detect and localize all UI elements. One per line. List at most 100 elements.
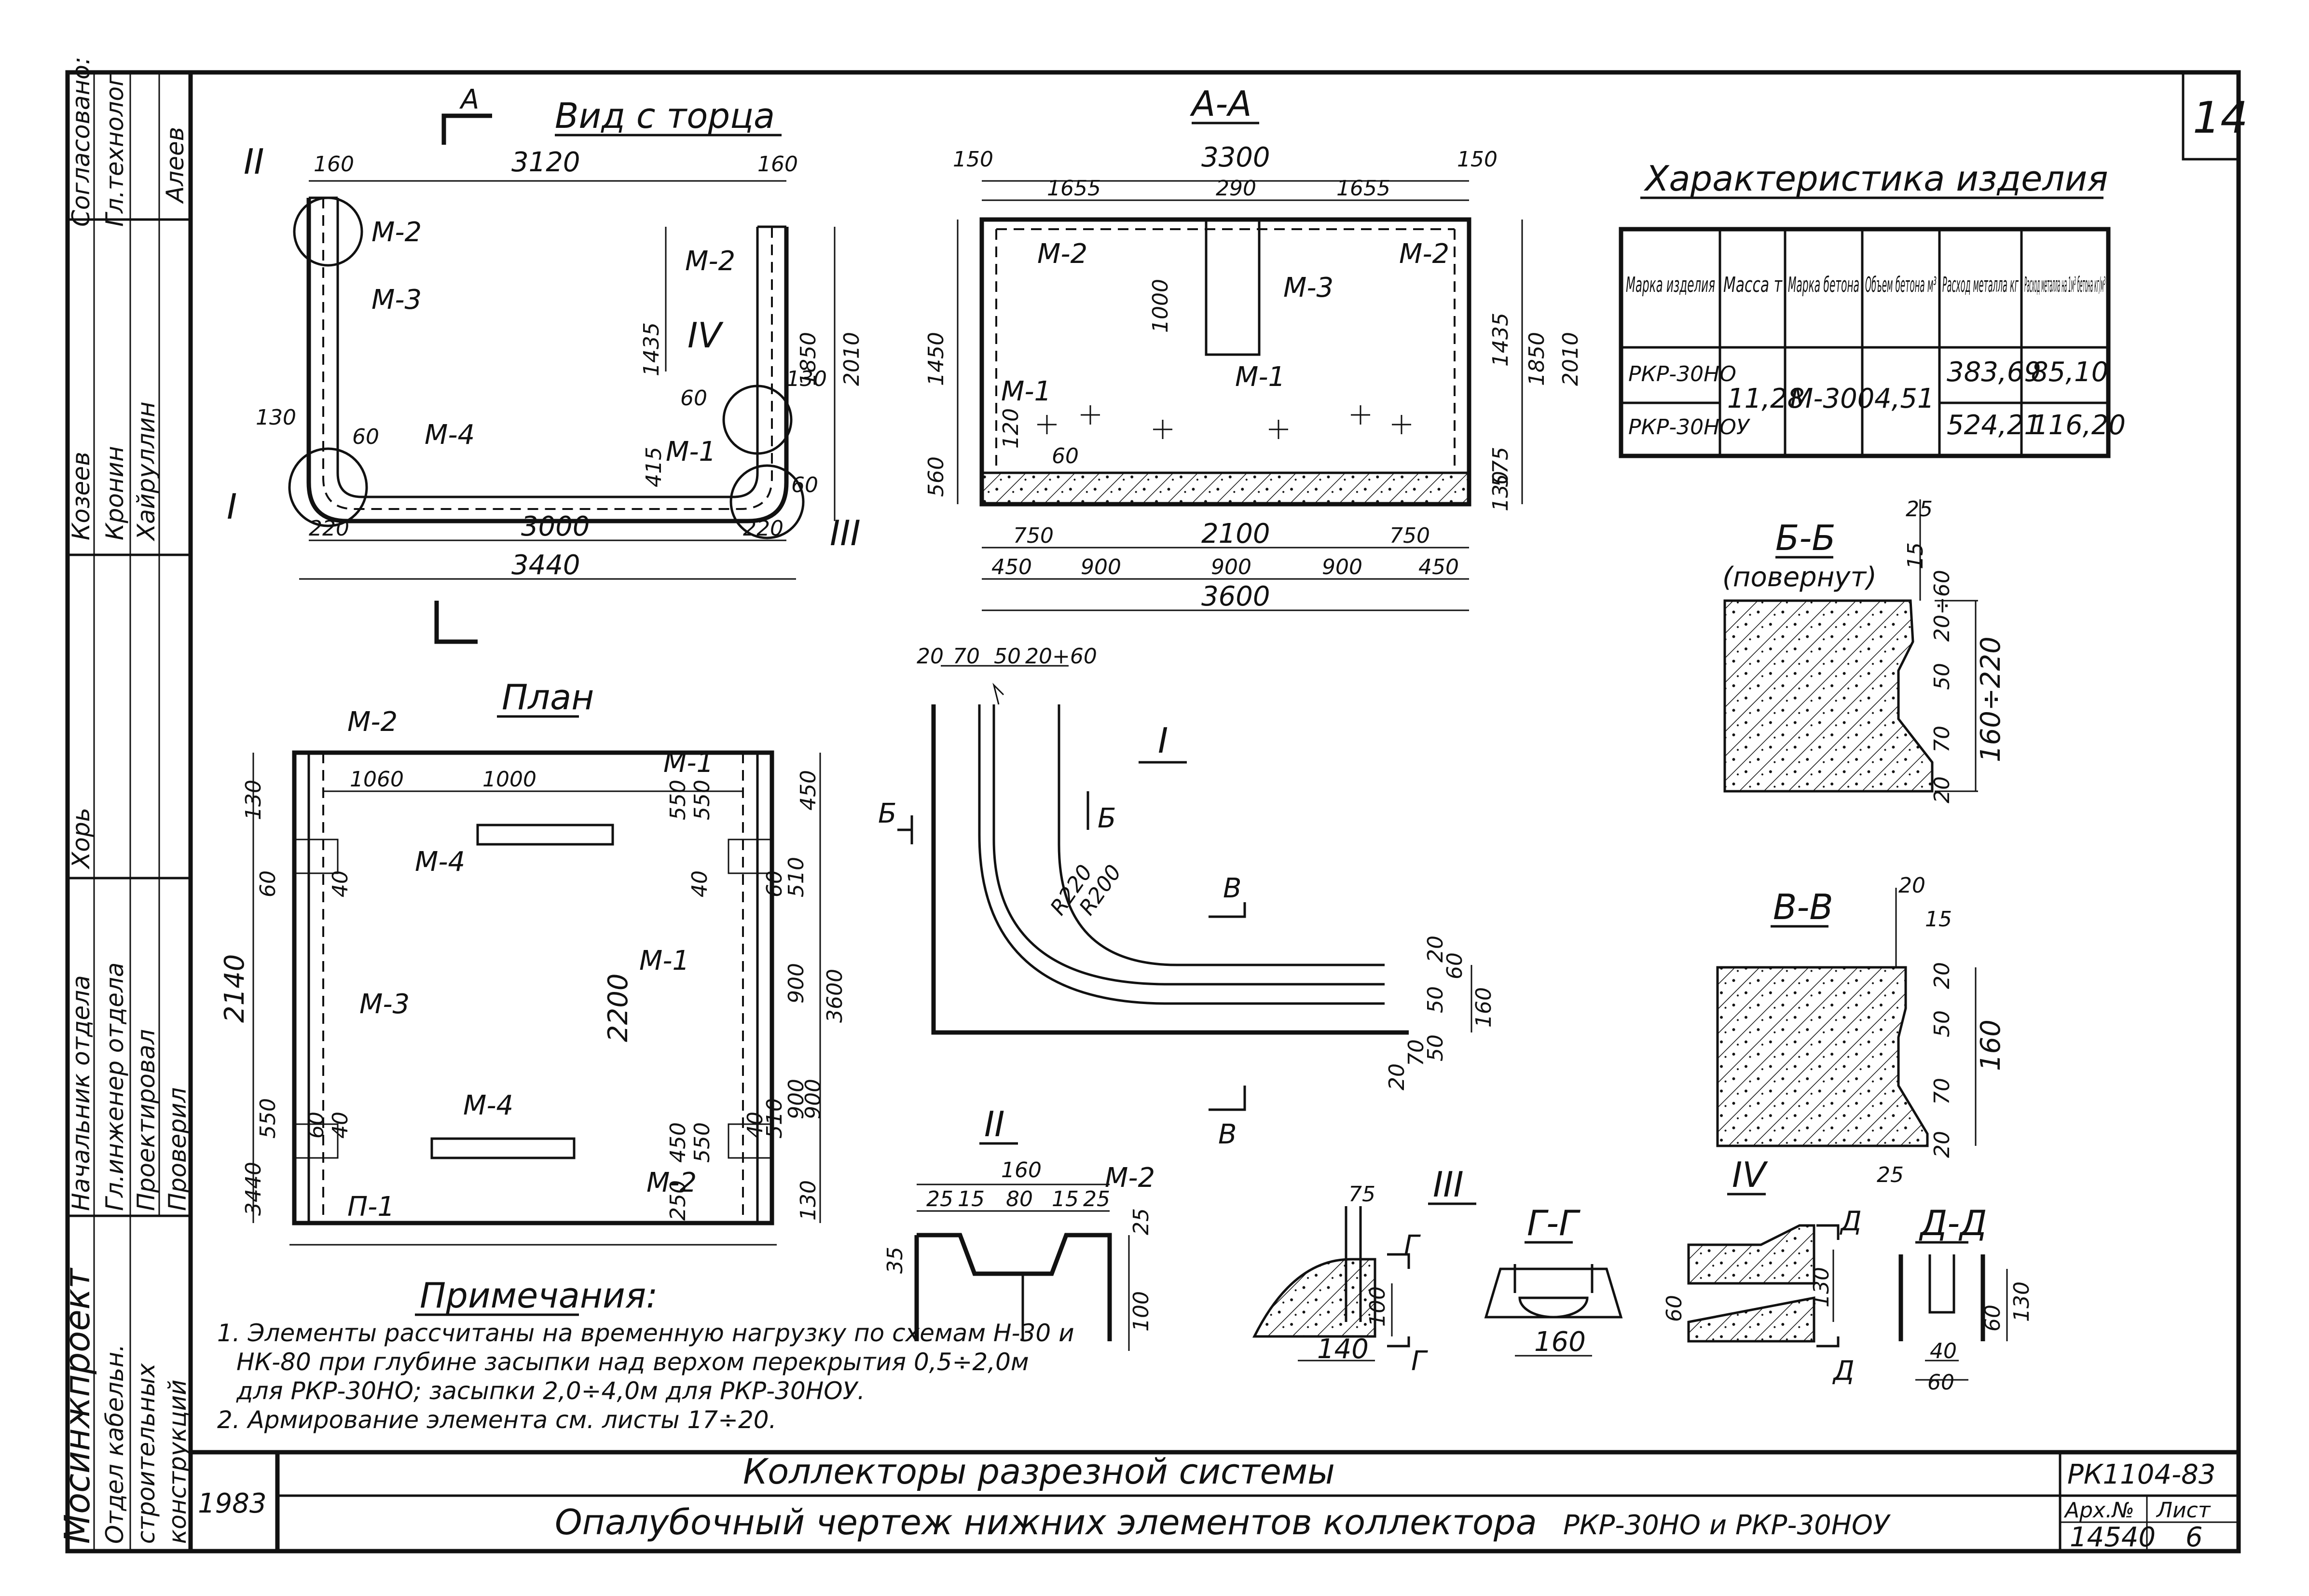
notes-line-1: 1. Элементы рассчитаны на временную нагр…: [217, 1319, 1074, 1347]
stamp-dept-1: Отдел кабельн.: [101, 1344, 129, 1544]
stamp-role-4: Проверил: [164, 1087, 192, 1211]
node-2-title: II: [984, 1104, 1004, 1144]
section-gg-title: Г-Г: [1527, 1203, 1581, 1243]
end-view-dim-2: 3120: [511, 147, 580, 178]
end-view-callout-m4: М-4: [425, 419, 475, 451]
node-2-callout: М-2: [1105, 1162, 1155, 1194]
section-bb-dim-6: 20: [1930, 776, 1954, 803]
char-header-mass: Масса т: [1723, 273, 1783, 297]
notes-line-4: 2. Армирование элемента см. листы 17÷20.: [217, 1406, 777, 1434]
node-1-dim-4: 20+60: [1025, 644, 1097, 669]
section-aa-dim-22: 900: [1211, 555, 1251, 579]
stamp-dept-2: строительных: [132, 1363, 160, 1544]
node-1-dim-3: 50: [994, 644, 1021, 669]
stamp-sign-label-1: Согласовано:: [67, 56, 95, 227]
section-vv-dim-6: 20: [1930, 1131, 1954, 1158]
end-view-dim-14: 3000: [521, 511, 590, 542]
char-header-volume: Объем бетона м³: [1865, 273, 1937, 297]
node-4-dim-2: 130: [1809, 1267, 1834, 1307]
end-view-callout-m2-right: М-2: [685, 246, 735, 277]
char-row-1-per-m3: 85,10: [2031, 357, 2108, 388]
plan-dim-20: 40: [328, 1112, 353, 1139]
stamp-role-1: Начальник отдела: [67, 975, 95, 1211]
section-aa: А-А: [957, 83, 1523, 611]
section-bb-dim-2: 15: [1903, 542, 1928, 569]
end-view-dim-5: 1850: [796, 332, 821, 386]
end-view-callout-m1: М-1: [666, 436, 716, 468]
notes-line-3: для РКР-30НО; засыпки 2,0÷4,0м для РКР-3…: [236, 1377, 865, 1405]
section-bb-dim-3: 20÷60: [1930, 570, 1954, 642]
end-view-dim-7: 130: [256, 405, 296, 430]
end-view-dim-6: 2010: [839, 332, 864, 386]
plan-title: План: [502, 677, 594, 717]
char-volume: 4,51: [1874, 383, 1935, 414]
node-1-title: I: [1158, 720, 1168, 761]
plan-callout-m2-bottom: М-2: [646, 1167, 697, 1198]
node-4-detail: IV: [1687, 1155, 1840, 1348]
node-1-dim-12: 70: [1404, 1039, 1429, 1066]
section-aa-callout-m2-right: М-2: [1399, 238, 1449, 270]
title-block-sheet-label: Лист: [2156, 1498, 2211, 1523]
stamp-name-4: Хорь: [67, 808, 95, 870]
section-aa-dim-1: 150: [953, 147, 993, 172]
node-1-dim-7: 20: [1423, 936, 1448, 963]
section-aa-dim-17: 750: [1013, 523, 1054, 548]
stamp-role-3: Проектировал: [132, 1029, 160, 1211]
stamp-role-2: Гл.инженер отдела: [101, 963, 129, 1211]
plan-dim-19: 40: [743, 1112, 768, 1139]
end-view-dim-3: 160: [757, 152, 798, 177]
end-view-node-1: I: [227, 486, 237, 527]
section-dd-title: Д-Д: [1919, 1203, 1987, 1243]
section-vv: В-В: [1716, 887, 1977, 1147]
plan-dim-9: 40: [687, 870, 712, 897]
section-dd: Д-Д: [1898, 1203, 2008, 1381]
plan-callout-m4-top: М-4: [415, 846, 465, 878]
plan-dim-10: 60: [762, 870, 787, 897]
node-4-section-d-bottom: Д: [1832, 1355, 1855, 1387]
stamp: Согласовано: Гл.технолог Алеев Козеев Кр…: [57, 56, 192, 1544]
node-3-dim-2: 100: [1365, 1286, 1390, 1327]
node-2-dim-6: 25: [1083, 1187, 1110, 1211]
node-2-dim-3: 15: [958, 1187, 985, 1211]
plan-dim-16: 900: [784, 1079, 809, 1119]
char-header-steel: Расход металла кг: [1942, 273, 2019, 297]
plan-dim-23: 250: [666, 1180, 690, 1221]
char-row-2-per-m3: 116,20: [2031, 410, 2126, 441]
plan-dim-12: 900: [784, 963, 809, 1004]
char-header-mark: Марка изделия: [1626, 273, 1715, 297]
node-1-dim-8: 60: [1443, 952, 1467, 979]
plan-callout-m2-top: М-2: [347, 706, 398, 738]
section-aa-dim-5: 290: [1216, 176, 1256, 201]
node-3-dim-1: 75: [1348, 1182, 1375, 1207]
section-bb-dim-7: 160÷220: [1975, 636, 2007, 762]
section-bb-dim-1: 25: [1906, 497, 1933, 522]
node-2-dim-9: 100: [1129, 1291, 1154, 1332]
char-header-concrete: Марка бетона: [1788, 273, 1859, 297]
section-aa-dim-24: 450: [1418, 555, 1459, 579]
section-aa-dim-7: 1450: [924, 332, 948, 386]
plan-dim-17: 900: [801, 1079, 825, 1119]
char-row-2-steel: 524,21: [1947, 410, 2041, 441]
title-block: [191, 1450, 2239, 1551]
section-dd-dim-3: 40: [1930, 1339, 1957, 1363]
plan-dim-24: 550: [690, 1122, 715, 1163]
title-block-title-1: Коллекторы разрезной системы: [743, 1451, 1335, 1492]
section-gg: Г-Г: [1484, 1203, 1623, 1357]
stamp-dept-3: конструкций: [164, 1379, 192, 1544]
plan-callout-p1: П-1: [347, 1191, 395, 1223]
node-1-dim-9: 50: [1423, 986, 1448, 1013]
end-view-dim-11: 130: [786, 367, 827, 391]
end-view-dim-1: 160: [314, 152, 354, 177]
section-vv-dim-7: 160: [1975, 1019, 2007, 1071]
section-vv-dim-1: 20: [1898, 873, 1925, 898]
plan-dim-22: 550: [256, 1098, 280, 1139]
section-bb-dim-5: 70: [1930, 726, 1954, 753]
char-concrete: М-300: [1790, 383, 1874, 414]
end-view-callout-m2-left: М-2: [371, 217, 422, 248]
end-view-dim-15: 220: [743, 516, 783, 541]
plan-dim-18: 510: [762, 1098, 787, 1139]
stamp-name-2: Кронин: [101, 446, 129, 540]
title-block-year: 1983: [198, 1488, 267, 1519]
node-4-title: IV: [1732, 1155, 1768, 1195]
section-aa-dim-18: 2100: [1201, 518, 1270, 550]
